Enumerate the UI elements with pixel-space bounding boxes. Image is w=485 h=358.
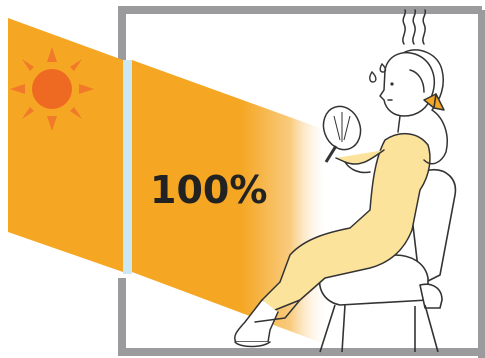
sunlight-beam-outside xyxy=(8,18,123,272)
heat-wave-icon xyxy=(403,10,426,44)
window-glass xyxy=(123,60,132,274)
head xyxy=(380,53,434,116)
sweat-drop-icon xyxy=(370,64,386,82)
percentage-label: 100% xyxy=(150,168,290,212)
sun-icon xyxy=(10,47,94,131)
hand-fan-icon xyxy=(318,101,367,162)
